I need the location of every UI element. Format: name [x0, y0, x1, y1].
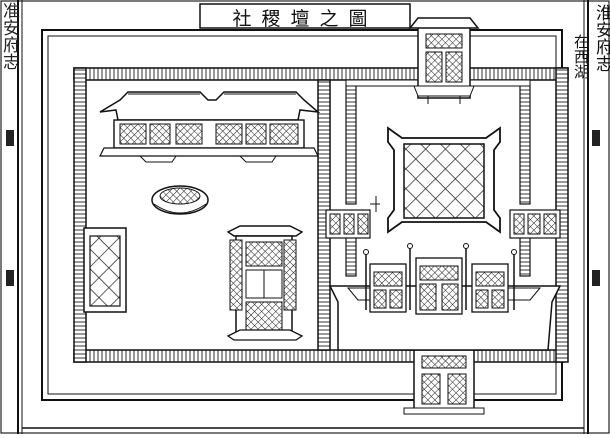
figure-title: 社稷壇之圖 — [232, 8, 378, 30]
north-gate — [408, 17, 480, 104]
left-margin-text: 准安府志 — [0, 2, 19, 70]
altar-court-walls — [345, 79, 531, 277]
title-cartouche — [199, 3, 411, 29]
lower-left-enclosure — [83, 227, 127, 313]
lower-hall-complex — [328, 243, 562, 351]
main-hall-building — [99, 91, 321, 163]
left-margin-marks — [6, 130, 600, 286]
west-altar-pavilion — [325, 196, 380, 239]
round-well-object — [151, 185, 209, 215]
book-title-margin: 淮安府志 — [592, 4, 610, 72]
east-altar-pavilion — [509, 209, 561, 239]
altar-platform — [387, 126, 501, 234]
side-pavilion-building — [226, 225, 304, 341]
location-note: 在西湖 — [572, 34, 590, 79]
